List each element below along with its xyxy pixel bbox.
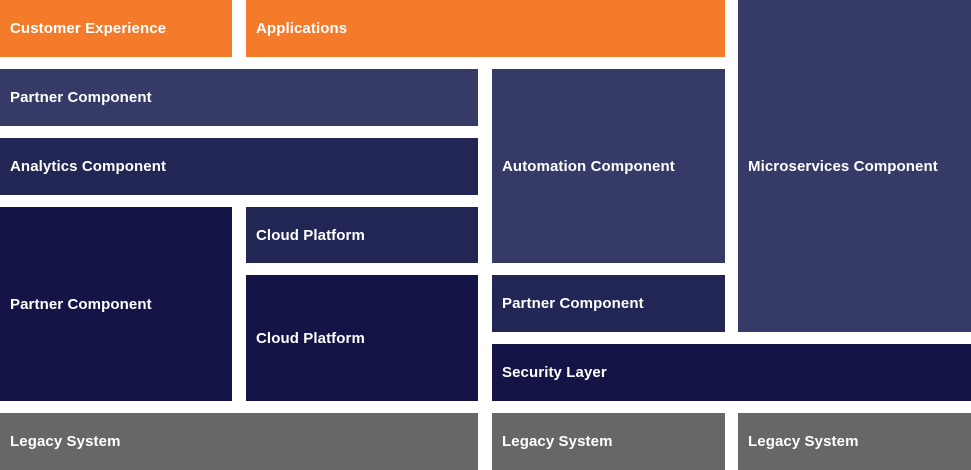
block-legacy-system-3: Legacy System — [738, 413, 971, 470]
block-analytics-component: Analytics Component — [0, 138, 478, 195]
block-legacy-system-1: Legacy System — [0, 413, 478, 470]
block-label: Partner Component — [10, 89, 152, 106]
block-microservices-component: Microservices Component — [738, 0, 971, 332]
block-label: Microservices Component — [748, 157, 938, 175]
block-label: Cloud Platform — [256, 329, 365, 347]
block-partner-component-left: Partner Component — [0, 207, 232, 401]
block-applications: Applications — [246, 0, 725, 57]
block-cloud-platform-upper: Cloud Platform — [246, 207, 478, 263]
block-label: Security Layer — [502, 364, 607, 381]
block-security-layer: Security Layer — [492, 344, 971, 401]
block-automation-component: Automation Component — [492, 69, 725, 263]
block-partner-component-top: Partner Component — [0, 69, 478, 126]
block-label: Analytics Component — [10, 158, 167, 175]
block-label: Legacy System — [10, 433, 121, 450]
block-label: Partner Component — [10, 295, 152, 313]
block-label: Automation Component — [502, 157, 675, 175]
block-legacy-system-2: Legacy System — [492, 413, 725, 470]
block-label: Partner Component — [502, 295, 644, 312]
block-label: Legacy System — [748, 433, 859, 450]
block-customer-experience: Customer Experience — [0, 0, 232, 57]
block-label: Applications — [256, 20, 348, 37]
block-label: Legacy System — [502, 433, 613, 450]
block-label: Cloud Platform — [256, 226, 365, 244]
block-partner-component-right: Partner Component — [492, 275, 725, 332]
block-label: Customer Experience — [10, 20, 167, 37]
block-cloud-platform-lower: Cloud Platform — [246, 275, 478, 401]
